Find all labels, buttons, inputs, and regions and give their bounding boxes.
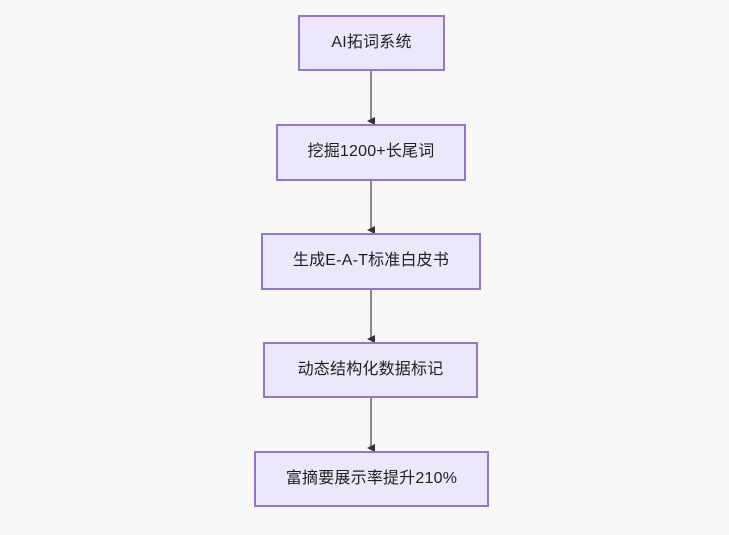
- flow-node-label: 富摘要展示率提升210%: [285, 469, 458, 487]
- flow-node-ai-keyword-system[interactable]: AI拓词系统: [298, 15, 445, 71]
- flow-node-label: AI拓词系统: [331, 33, 412, 51]
- flow-node-label: 挖掘1200+长尾词: [307, 143, 435, 161]
- flow-node-generate-eat-whitepaper[interactable]: 生成E-A-T标准白皮书: [261, 233, 481, 290]
- flow-node-mine-longtail-keywords[interactable]: 挖掘1200+长尾词: [276, 124, 466, 181]
- flow-node-rich-snippet-rate-increase[interactable]: 富摘要展示率提升210%: [254, 451, 489, 507]
- flow-node-label: 生成E-A-T标准白皮书: [292, 252, 450, 270]
- flow-node-dynamic-structured-data-markup[interactable]: 动态结构化数据标记: [263, 342, 478, 398]
- flow-node-label: 动态结构化数据标记: [297, 360, 444, 378]
